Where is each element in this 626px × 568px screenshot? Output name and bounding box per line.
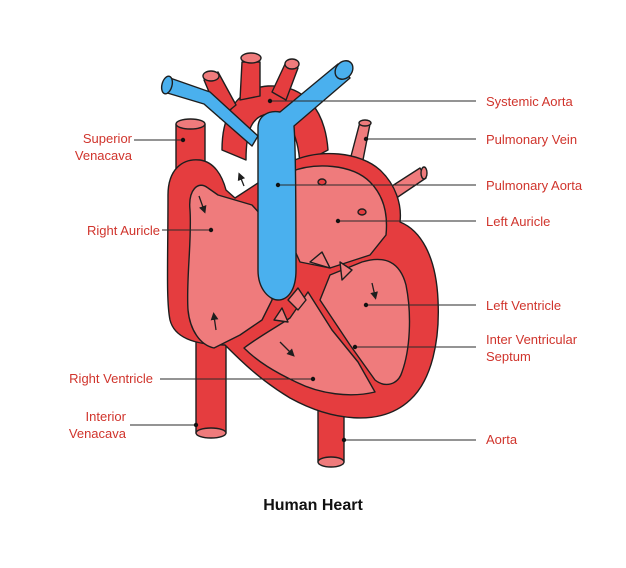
leader-dot	[363, 302, 369, 308]
leader-dot	[193, 422, 199, 428]
leader-dot	[180, 137, 186, 143]
label-interior-venacava-line2: Venacava	[69, 426, 127, 441]
leader-dot	[335, 218, 341, 224]
label-right-auricle: Right Auricle	[87, 223, 160, 238]
leader-dot	[310, 376, 316, 382]
right-ventricle-chamber	[243, 291, 376, 396]
flow-arrows	[198, 172, 378, 357]
leader-dot	[267, 98, 273, 104]
label-systemic-aorta: Systemic Aorta	[486, 94, 573, 109]
leader-dot	[341, 437, 347, 443]
label-inter-ventricular-septum-line1: Inter Ventricular	[486, 332, 578, 347]
leader-dot	[363, 136, 369, 142]
valve-flaps	[273, 251, 353, 323]
label-inter-ventricular-septum-line2: Septum	[486, 349, 531, 364]
label-aorta: Aorta	[486, 432, 518, 447]
leader-dot	[208, 227, 214, 233]
label-right-ventricle: Right Ventricle	[69, 371, 153, 386]
flow-arrow	[210, 312, 219, 331]
interior-venacava-vessel	[195, 329, 227, 439]
label-left-auricle: Left Auricle	[486, 214, 550, 229]
label-interior-venacava-line1: Interior	[86, 409, 127, 424]
leader-dot	[275, 182, 281, 188]
vein-opening-lower	[357, 208, 367, 216]
label-pulmonary-aorta: Pulmonary Aorta	[486, 178, 583, 193]
flow-arrow	[198, 195, 207, 214]
label-pulmonary-vein: Pulmonary Vein	[486, 132, 577, 147]
pulmonary-artery-vessel	[160, 60, 354, 301]
diagram-title: Human Heart	[263, 497, 363, 514]
right-auricle-chamber	[186, 184, 273, 349]
left-ventricle-chamber	[319, 258, 411, 386]
leader-lines	[130, 100, 476, 441]
leader-dot	[352, 344, 358, 350]
label-left-ventricle: Left Ventricle	[486, 298, 561, 313]
label-superior-venacava-line2: Venacava	[75, 148, 133, 163]
flow-arrow	[370, 282, 378, 300]
flow-arrow	[237, 172, 246, 187]
leader-dots	[180, 98, 369, 443]
flow-arrow	[279, 341, 295, 357]
vein-opening-upper	[317, 178, 327, 186]
label-superior-venacava-line1: Superior	[83, 131, 133, 146]
